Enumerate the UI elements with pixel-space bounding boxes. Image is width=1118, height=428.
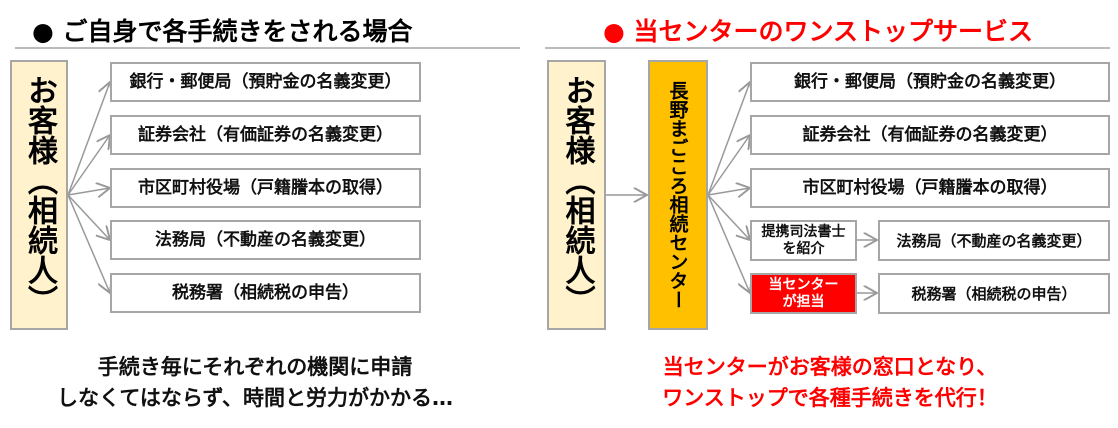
- arrow: [707, 194, 750, 293]
- left-title: ご自身で各手続きをされる場合: [62, 17, 413, 46]
- arrow: [67, 135, 110, 196]
- right-heading: ● 当センターのワンストップサービス: [603, 12, 1033, 48]
- center-box: 長野まごころ相続センター: [648, 60, 708, 330]
- customer-box: お客様（相続人）: [10, 60, 68, 330]
- procedure-box: 証券会社（有価証券の名義変更）: [110, 115, 421, 155]
- procedure-box: 税務署（相続税の申告）: [878, 273, 1110, 314]
- arrow: [67, 82, 110, 196]
- arrow: [707, 194, 750, 240]
- customer-box: お客様（相続人）: [547, 60, 606, 330]
- procedure-box: 税務署（相続税の申告）: [110, 273, 421, 313]
- caption-line: ワンストップで各種手続きを代行！: [662, 386, 998, 410]
- divider: [15, 47, 520, 49]
- divider: [545, 47, 1110, 49]
- arrow: [707, 188, 750, 195]
- arrow: [707, 82, 750, 196]
- caption-line: 当センターがお客様の窓口となり、: [662, 355, 998, 379]
- caption-line: しなくてはならず、時間と労力がかかる…: [56, 386, 454, 410]
- arrow: [67, 194, 110, 293]
- procedure-box: 証券会社（有価証券の名義変更）: [750, 115, 1110, 155]
- right-caption: 当センターがお客様の窓口となり、ワンストップで各種手続きを代行！: [560, 352, 1100, 414]
- left-heading: ● ご自身で各手続きをされる場合: [32, 12, 413, 48]
- partner-scrivener-box: 提携司法書士を紹介: [750, 220, 857, 261]
- procedure-box: 銀行・郵便局（預貯金の名義変更）: [750, 62, 1110, 102]
- procedure-box: 市区町村役場（戸籍謄本の取得）: [110, 168, 421, 208]
- arrow: [67, 194, 110, 240]
- procedure-box: 銀行・郵便局（預貯金の名義変更）: [110, 62, 421, 102]
- procedure-box: 市区町村役場（戸籍謄本の取得）: [750, 168, 1110, 208]
- procedure-box: 法務局（不動産の名義変更）: [110, 220, 421, 260]
- center-handles-box: 当センターが担当: [750, 273, 857, 314]
- right-title: 当センターのワンストップサービス: [633, 17, 1034, 46]
- bullet-icon: ●: [603, 17, 625, 46]
- caption-line: 手続き毎にそれぞれの機関に申請: [97, 355, 413, 379]
- left-caption: 手続き毎にそれぞれの機関に申請しなくてはならず、時間と労力がかかる…: [0, 352, 510, 414]
- arrow: [67, 188, 110, 195]
- bullet-icon: ●: [32, 17, 54, 46]
- arrow: [707, 135, 750, 196]
- procedure-box: 法務局（不動産の名義変更）: [878, 220, 1110, 261]
